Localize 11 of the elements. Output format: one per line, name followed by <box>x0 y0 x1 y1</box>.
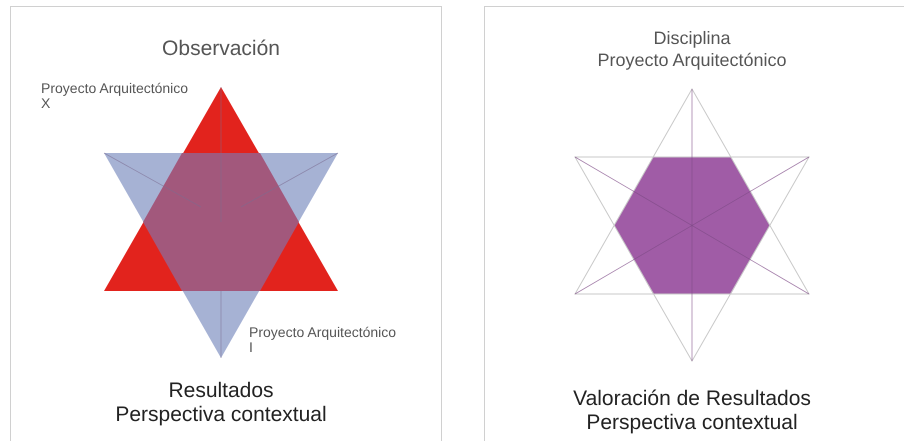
panel-heading: Observación <box>162 37 280 60</box>
result-subheading: Perspectiva contextual <box>586 411 798 434</box>
panel-heading: Disciplina <box>653 29 731 49</box>
result-heading: Valoración de Resultados <box>573 387 811 410</box>
panel-subheading: Proyecto Arquitectónico <box>597 51 787 71</box>
triangle-label: Proyecto Arquitectónico I <box>249 325 398 356</box>
result-subheading: Perspectiva contextual <box>115 403 327 426</box>
triangle-label: Proyecto Arquitectónico X <box>41 81 190 112</box>
diagram-panel <box>10 6 442 441</box>
result-heading: Resultados <box>168 379 274 402</box>
diagram-panel <box>484 6 904 441</box>
